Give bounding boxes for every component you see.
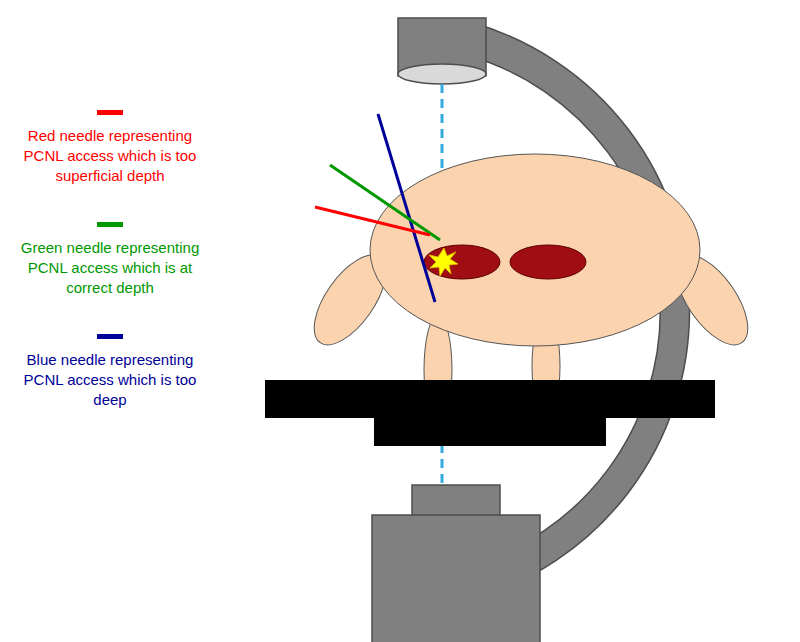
kidney	[510, 245, 586, 279]
source-aperture	[398, 64, 486, 84]
detector-head	[412, 485, 500, 517]
legend-swatch	[97, 222, 123, 227]
legend-text: Blue needle representing PCNL access whi…	[15, 350, 205, 410]
legend-entry: Blue needle representing PCNL access whi…	[10, 334, 210, 410]
legend-text: Red needle representing PCNL access whic…	[15, 126, 205, 186]
needle-correct-depth	[330, 165, 440, 240]
needle-too-superficial	[315, 207, 430, 235]
kidney-stone	[429, 248, 458, 276]
legend-swatch	[97, 110, 123, 115]
operating-table	[265, 380, 715, 418]
legend-swatch	[97, 334, 123, 339]
kidney	[424, 245, 500, 279]
needle-too-deep	[378, 114, 435, 302]
legend-text: Green needle representing PCNL access wh…	[15, 238, 205, 298]
legend-entry: Green needle representing PCNL access wh…	[10, 222, 210, 298]
table-base	[374, 418, 606, 446]
detector-housing	[372, 515, 540, 642]
legend-entry: Red needle representing PCNL access whic…	[10, 110, 210, 186]
